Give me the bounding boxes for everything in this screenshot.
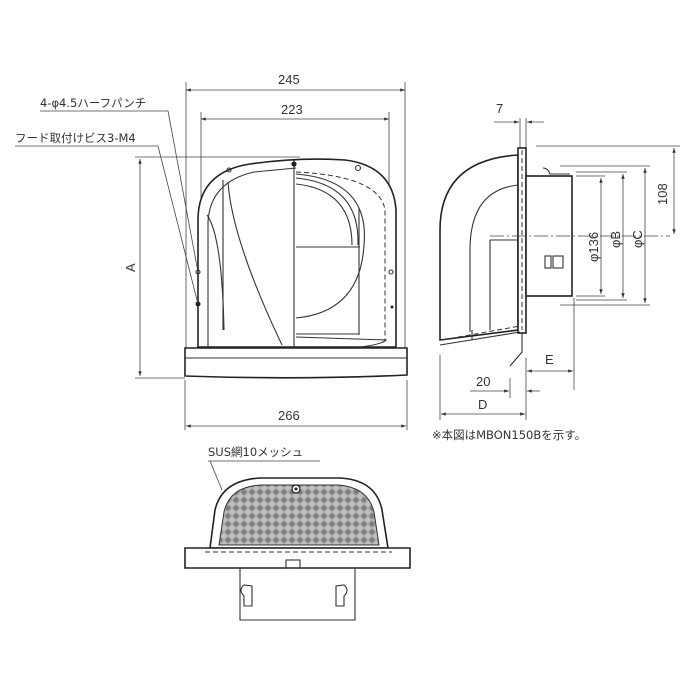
dim-outer-width: 245	[278, 72, 300, 87]
callout-hood-screw: フード取付けビス3-M4	[15, 131, 136, 145]
callout-mesh: SUS網10メッシュ	[208, 445, 303, 459]
side-view: 7 108 φ136 φB	[432, 101, 680, 442]
mesh-screen	[218, 484, 380, 546]
dim-depth-d: D	[478, 397, 487, 412]
dim-flange-thickness: 7	[496, 101, 503, 116]
callout-punch-holes: 4-φ4.5ハーフパンチ	[40, 96, 146, 110]
model-note: ※本図はMBON150Bを示す。	[432, 428, 586, 442]
dim-lip: 20	[476, 374, 490, 389]
bottom-view: SUS網10メッシュ	[184, 445, 411, 621]
dim-center-offset: 108	[655, 183, 670, 205]
dim-depth-e: E	[545, 352, 554, 367]
dim-diameter-b: φB	[608, 231, 623, 248]
dim-inner-width: 223	[281, 102, 303, 117]
dim-duct-diameter: φ136	[586, 232, 601, 262]
front-view: 245 223 A	[15, 72, 408, 430]
dim-height-a: A	[123, 263, 138, 272]
dim-diameter-c: φC	[630, 230, 645, 248]
dim-base-width: 266	[278, 408, 300, 423]
